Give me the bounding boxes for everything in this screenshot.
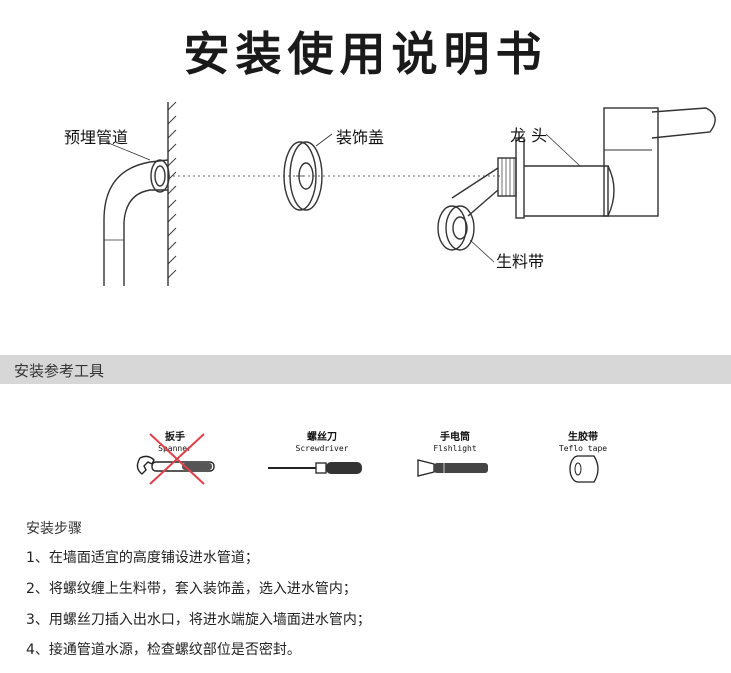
pipe-outer — [103, 159, 169, 286]
installation-diagram: 预埋管道 装饰盖 龙 头 生料带 — [0, 90, 731, 330]
tape-icon — [569, 455, 599, 483]
tool-en: Spanner — [158, 444, 192, 453]
faucet-head — [603, 107, 659, 217]
flashlight-icon — [417, 459, 488, 477]
pipe-mouth — [150, 159, 170, 193]
tool-cn: 手电筒 — [440, 432, 470, 443]
faucet-lever — [651, 107, 716, 139]
step-item: 4、接通管道水源，检查螺纹部位是否密封。 — [26, 642, 301, 658]
tool-screwdriver: 螺丝刀 Screwdriver — [268, 428, 362, 474]
screwdriver-icon — [268, 462, 362, 474]
tool-cn: 扳手 — [165, 432, 185, 443]
wall-hatch — [167, 101, 177, 279]
steps-title: 安装步骤 — [26, 521, 82, 537]
page-title: 安装使用说明书 — [183, 27, 548, 81]
label-tape: 生料带 — [496, 252, 545, 271]
tools-section-title: 安装参考工具 — [14, 362, 105, 380]
cover-ring — [283, 141, 317, 211]
tools-section-bar: 安装参考工具 — [0, 355, 731, 384]
tool-cn: 生胶带 — [568, 432, 598, 443]
step-item: 3、用螺丝刀插入出水口，将进水端旋入墙面进水管内； — [26, 612, 371, 628]
tape-roll — [437, 205, 467, 251]
faucet-flange — [515, 137, 525, 219]
tool-en: Flshlight — [433, 444, 477, 453]
faucet-thread — [497, 157, 517, 197]
step-item: 2、将螺纹缠上生料带，套入装饰盖，选入进水管内； — [26, 581, 357, 597]
pipe-inner — [123, 189, 168, 286]
faucet-body — [524, 165, 609, 217]
tool-flashlight: 手电筒 Flshlight — [417, 428, 490, 477]
tool-cn: 螺丝刀 — [307, 432, 337, 443]
tool-en: Teflo tape — [558, 444, 608, 453]
tool-teflon-tape: 生胶带 Teflo tape — [548, 428, 618, 483]
step-item: 1、在墙面适宜的高度铺设进水管道； — [26, 550, 259, 566]
diagram-svg — [103, 101, 716, 286]
label-embedded-pipe: 预埋管道 — [64, 128, 129, 147]
tool-en: Screwdriver — [295, 444, 349, 453]
tool-spanner: 扳手 Spanner — [136, 428, 215, 485]
label-faucet: 龙 头 — [510, 126, 548, 145]
label-cover: 装饰盖 — [336, 128, 385, 147]
cross-icon — [149, 433, 205, 485]
